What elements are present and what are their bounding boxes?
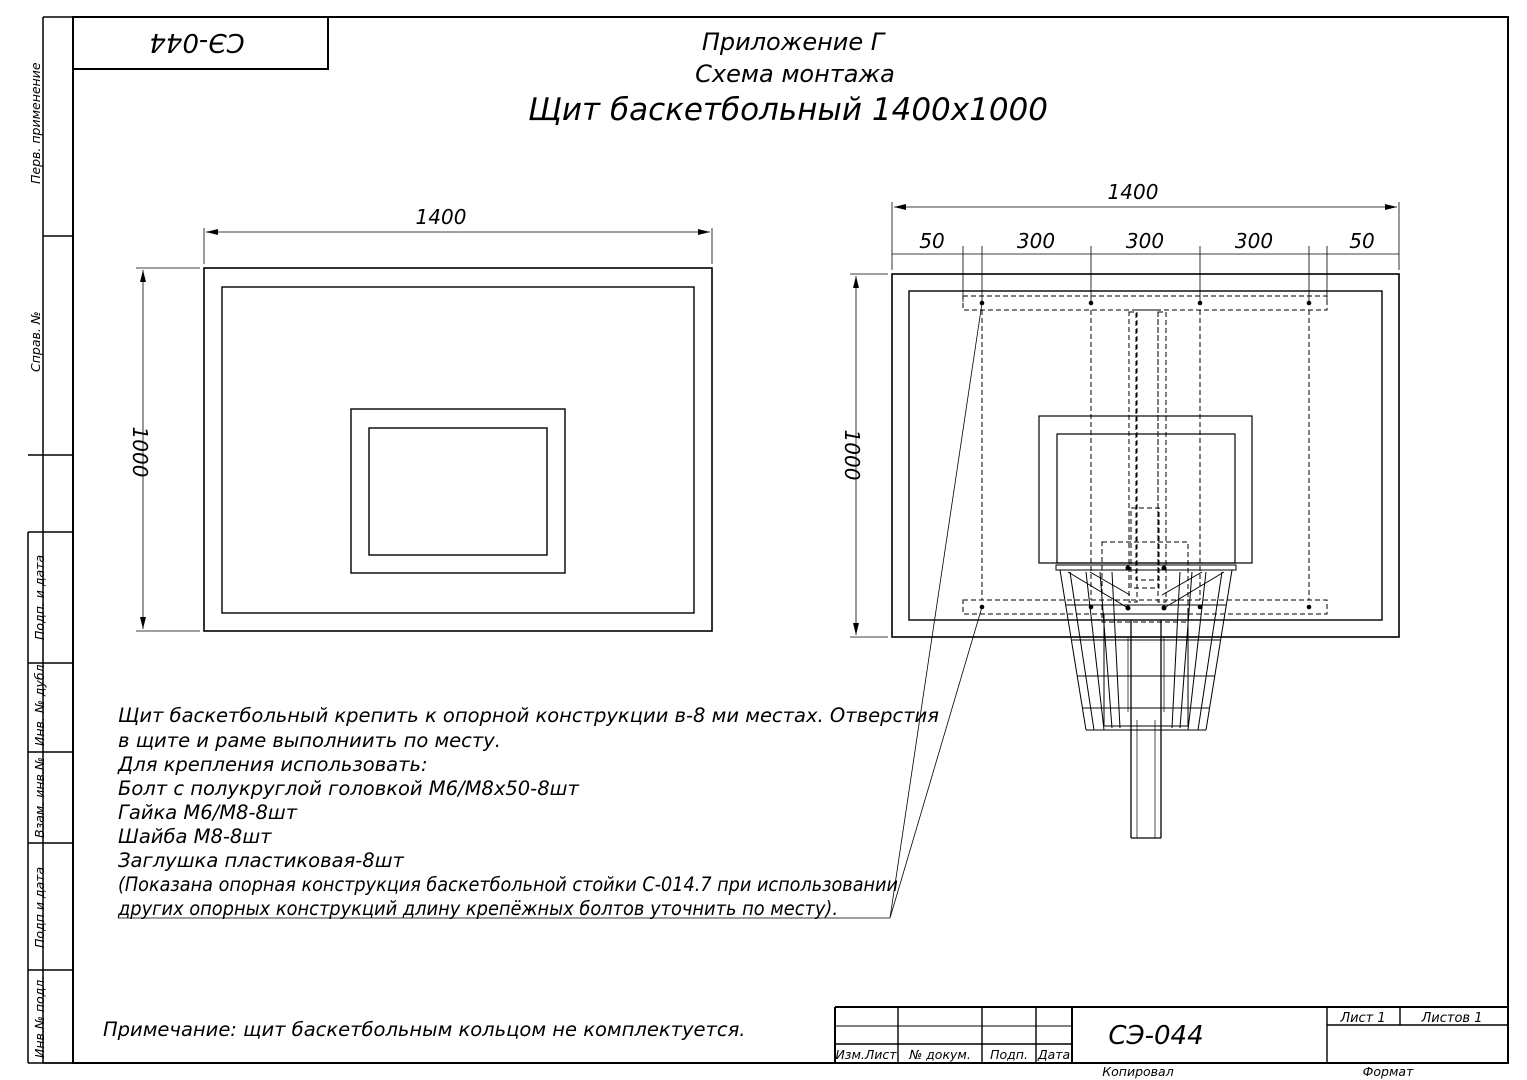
header-line1: Приложение Г [702,28,886,56]
right-seg-2: 300 [1017,229,1055,253]
bolt-holes [979,300,1312,610]
label-podp-data-2: Подп и дата [32,867,47,948]
tb-podp: Подп. [990,1047,1028,1062]
title-block [834,1006,1508,1063]
left-dim-width: 1400 [416,205,467,229]
tb-kopiroval: Копировал [1102,1064,1173,1079]
label-vzam-inv: Взам. инв.№ [32,757,47,838]
tb-listov: Листов 1 [1421,1011,1483,1026]
leader-lines [118,302,983,919]
right-dim-width: 1400 [1108,180,1159,204]
side-strip: Перв. применение Справ. № Подп. и дата И… [28,62,47,1058]
right-dim-height: 1000 [840,430,864,481]
note-line-1: Щит баскетбольный крепить к опорной конс… [118,704,939,727]
label-perv-primenenie: Перв. применение [28,62,43,184]
tb-format: Формат [1363,1064,1414,1079]
sheet-frame [27,16,1509,1064]
tb-code: СЭ-044 [1108,1021,1203,1051]
right-seg-3: 300 [1126,229,1164,253]
label-sprav-no: Справ. № [28,311,43,372]
right-seg-1: 50 [919,229,944,253]
right-view [118,202,1400,919]
support-pole [1103,613,1189,839]
left-view [136,228,713,632]
installation-notes: Щит баскетбольный крепить к опорной конс… [117,704,939,920]
mounting-frame [962,295,1328,623]
note-line-3: Для крепления использовать: [117,753,428,776]
hoop-net [1055,564,1237,731]
header-title: Щит баскетбольный 1400х1000 [528,92,1048,128]
label-inv-dubl: Инв. № дубл. [32,660,47,746]
right-seg-5: 50 [1349,229,1374,253]
tb-izm-list: Изм.Лист [835,1047,897,1062]
note-line-8: (Показана опорная конструкция баскетболь… [118,873,898,896]
tb-data: Дата [1037,1047,1070,1062]
note-line-6: Шайба М8-8шт [118,825,272,848]
tb-no-dokum: № докум. [908,1047,971,1062]
label-podp-data-1: Подп. и дата [32,555,47,640]
note-line-7: Заглушка пластиковая-8шт [118,849,405,872]
tb-list: Лист 1 [1339,1011,1385,1026]
header-line2: Схема монтажа [695,60,895,88]
header: Приложение Г Схема монтажа Щит баскетбол… [528,28,1048,128]
label-inv-podl: Инв.№ подл. [32,976,47,1058]
left-dim-height: 1000 [128,427,152,478]
stamp-code-inverted: СЭ-044 [149,27,244,57]
note-line-4: Болт с полукруглой головкой М6/М8х50-8шт [118,777,579,800]
right-seg-4: 300 [1235,229,1273,253]
remark: Примечание: щит баскетбольным кольцом не… [103,1018,746,1041]
note-line-5: Гайка М6/М8-8шт [118,801,298,824]
note-line-2: в щите и раме выполниить по месту. [118,729,501,752]
note-line-9: других опорных конструкций длину крепёжн… [117,897,838,920]
